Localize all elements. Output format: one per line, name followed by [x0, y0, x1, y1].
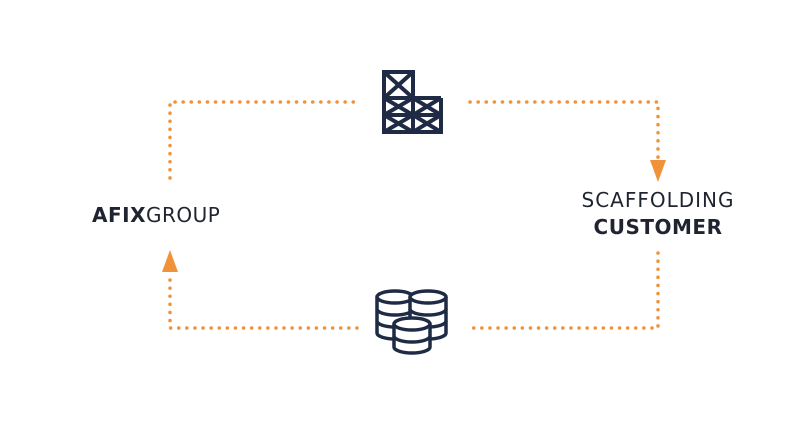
customer-label-line2: CUSTOMER: [593, 215, 723, 239]
scaffolding-icon: [382, 70, 443, 134]
customer-label: SCAFFOLDING CUSTOMER: [560, 187, 756, 241]
coin-stacks-icon: [375, 289, 448, 355]
afix-group-label: AFIXGROUP: [92, 203, 220, 227]
arrowhead-up: [162, 250, 178, 272]
bottom-right-connector: [465, 251, 660, 330]
afix-label-light: GROUP: [146, 203, 221, 227]
customer-label-line1: SCAFFOLDING: [581, 188, 735, 212]
arrowhead-down: [650, 160, 666, 182]
afix-label-bold: AFIX: [92, 203, 147, 227]
top-right-connector: [468, 100, 660, 162]
bottom-left-connector: [168, 276, 359, 330]
top-left-connector: [168, 100, 359, 180]
